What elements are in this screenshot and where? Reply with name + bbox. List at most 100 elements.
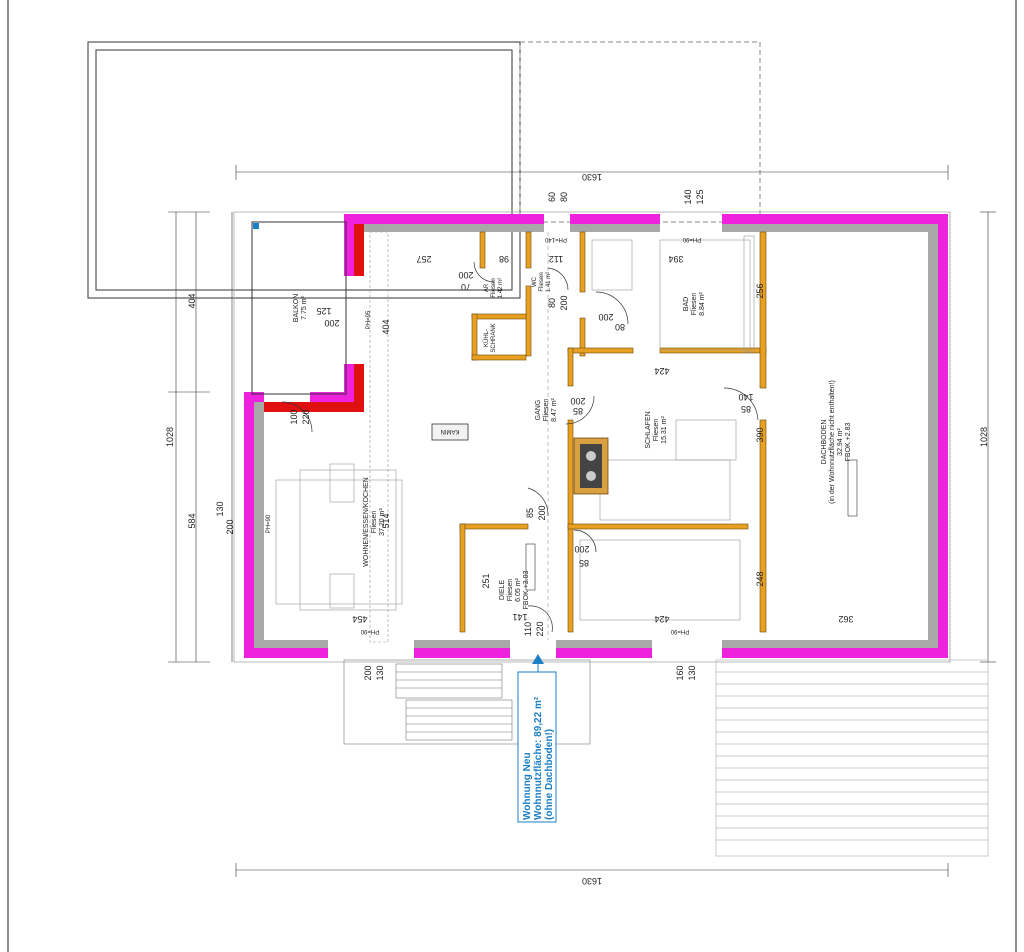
dimension-lines (168, 165, 996, 877)
ph-90-bottom1: PH=90 (360, 628, 379, 634)
kuehl-label-2: SCHRANK (491, 323, 497, 352)
room-schlafen-name: SCHLAFEN (645, 411, 652, 448)
room-wohnen-name: WOHNEN/ESSEN/KOCHEN (363, 477, 370, 566)
door-balkonwin-w: 125 (316, 306, 331, 316)
dim-390: 390 (755, 427, 765, 442)
room-wc: WC Fliesen 1.41 m² (532, 272, 552, 292)
room-ar-area: 1.42 m² (498, 278, 504, 298)
building-outline (233, 211, 951, 663)
room-schlafen: SCHLAFEN Fliesen 15.31 m² (645, 411, 668, 448)
balcony-corner-marker (253, 223, 259, 229)
dim-bottom-200: 200 (363, 665, 373, 680)
room-dachboden-area: 32.94 m² (837, 428, 844, 456)
stairs (343, 659, 591, 745)
dim-248: 248 (755, 571, 765, 586)
summary-line2: Wohnnutzfläche: 89,22 m² (533, 696, 544, 820)
room-gang: GANG Fliesen 8.47 m² (535, 397, 558, 421)
room-wohnen-floor: Fliesen (371, 511, 378, 534)
dim-win-125: 125 (695, 189, 705, 204)
door-ar-h: 200 (458, 270, 473, 280)
room-schlafen-area: 15.31 m² (661, 416, 668, 444)
room-balkon-area: 7.75 m² (301, 295, 308, 319)
door-balkon-w: 100 (289, 409, 299, 424)
entry-arrow (532, 654, 544, 664)
red-walls (264, 224, 364, 412)
balcony-outline (251, 221, 347, 395)
dim-251: 251 (481, 573, 491, 588)
dim-left-height: 1028 (165, 427, 175, 447)
ph-90-bottom2: PH=90 (670, 628, 689, 634)
terrace-boards (715, 659, 989, 857)
door-entry-w: 110 (523, 622, 533, 636)
room-ar-name: AR (484, 283, 490, 292)
ph-90-bad: PH=90 (682, 236, 701, 242)
door-balkon-h: 220 (301, 409, 311, 424)
room-balkon-name: BALKON (293, 294, 300, 322)
room-kuehl: KÜHL- SCHRANK (483, 323, 497, 352)
dim-win-140: 140 (683, 189, 693, 204)
dim-404b: 404 (381, 319, 391, 334)
room-schlafen-floor: Fliesen (653, 419, 660, 442)
room-dachboden-fbok: FBOK +2.83 (845, 423, 852, 462)
room-dachboden-note: (in der Wohnnutzfläche nicht enthalten!) (829, 380, 836, 504)
summary-line1: Wohnung Neu (522, 752, 533, 820)
furniture-lines (275, 231, 755, 643)
room-gang-name: GANG (535, 400, 542, 421)
room-diele-floor: Fliesen (507, 579, 514, 602)
door-swings (281, 261, 759, 633)
dim-362: 362 (838, 614, 853, 624)
dim-left-130: 130 (215, 501, 225, 516)
grey-walls (254, 224, 938, 648)
room-bad-name: BAD (683, 297, 690, 311)
room-balkon: BALKON 7.75 m² (293, 294, 308, 322)
dim-right-height: 1028 (979, 427, 989, 447)
room-ar-floor: Fliesen (491, 278, 497, 297)
dim-141: 141 (512, 612, 527, 622)
dachboden-fbok-box (847, 459, 858, 517)
room-dachboden: DACHBODEN (in der Wohnnutzfläche nicht e… (821, 380, 852, 504)
ph-140: PH=140 (544, 236, 567, 242)
room-bad: BAD Fliesen 8.84 m² (683, 291, 706, 315)
door-diele-h: 200 (537, 505, 547, 520)
dim-bottom-total: 1630 (582, 876, 602, 886)
ph-95: PH=95 (366, 310, 372, 329)
door-ar-w: 70 (461, 282, 471, 292)
dim-257: 257 (416, 254, 431, 264)
room-gang-area: 8.47 m² (551, 397, 558, 421)
dim-left-404: 404 (187, 293, 197, 308)
summary-box (517, 671, 557, 823)
summary-line3: (ohne Dachboden!) (544, 729, 555, 820)
dim-256: 256 (755, 283, 765, 298)
door-bad-h: 200 (598, 312, 613, 322)
door-gang-w: 85 (573, 406, 583, 416)
room-diele-name: DIELE (499, 580, 506, 601)
room-bad-floor: Fliesen (691, 293, 698, 316)
kamin-box (431, 423, 469, 441)
dim-top-total: 1630 (582, 172, 602, 182)
dim-left-200: 200 (225, 519, 235, 534)
door-wc-h: 200 (559, 295, 569, 310)
kamin-label: KAMIN (440, 428, 459, 434)
dim-394: 394 (668, 254, 683, 264)
room-gang-floor: Fliesen (543, 399, 550, 422)
dim-98: 98 (499, 254, 509, 264)
dim-bottom-130b: 130 (687, 665, 697, 680)
room-wohnen-area: 37.20 m² (379, 508, 386, 536)
room-diele: DIELE Fliesen 6.05 m² FBOK +3.03 (499, 571, 530, 610)
door-diele-w: 85 (525, 508, 535, 518)
door-bottom-h: 200 (574, 544, 589, 554)
room-dachboden-name: DACHBODEN (821, 420, 828, 465)
interior-walls (459, 231, 767, 633)
dim-424b: 424 (654, 614, 669, 624)
summary-text: Wohnung Neu Wohnnutzfläche: 89,22 m² (oh… (522, 696, 555, 820)
room-wc-name: WC (532, 276, 538, 287)
dim-424a: 424 (654, 366, 669, 376)
room-wc-area: 1.41 m² (546, 272, 552, 292)
door-bottom-w: 85 (579, 558, 589, 568)
diele-fbok-box (525, 543, 536, 591)
dim-win-80: 80 (559, 192, 569, 202)
dim-514: 514 (381, 513, 391, 528)
dim-454: 454 (352, 614, 367, 624)
door-dach-h: 140 (738, 392, 753, 402)
